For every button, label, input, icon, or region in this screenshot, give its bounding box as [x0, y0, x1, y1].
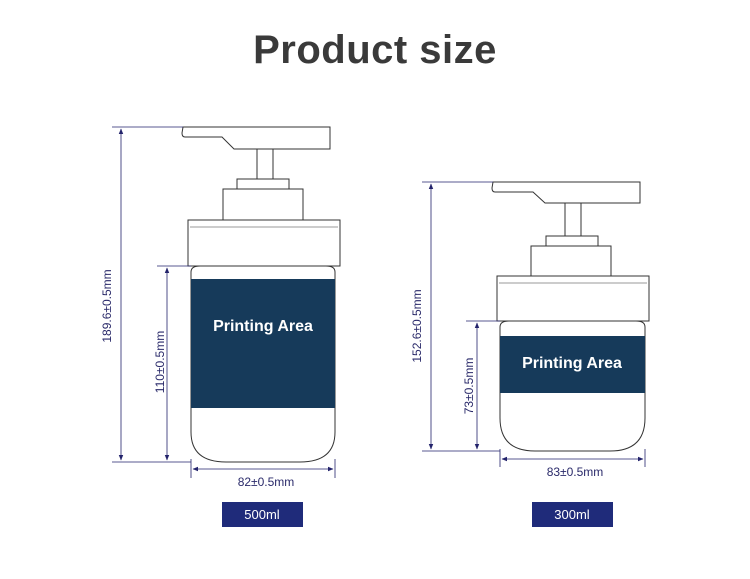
volume-badge-300ml — [532, 502, 613, 527]
bottle-cap-500ml — [187, 219, 341, 267]
printing-area-label-500ml: Printing Area — [213, 318, 313, 335]
pump-collar-500ml — [236, 178, 290, 190]
dimensions-300ml — [422, 181, 646, 467]
volume-label-300ml: 300ml — [554, 507, 590, 522]
bottle-300ml — [491, 181, 650, 452]
width-label-300ml: 83±0.5mm — [547, 465, 604, 479]
printing-area-label-300ml: Printing Area — [522, 355, 622, 372]
printing-area-500ml — [191, 279, 335, 408]
volume-badge-500ml — [222, 502, 303, 527]
pump-neck-500ml — [222, 188, 304, 221]
body-height-label-300ml: 73±0.5mm — [462, 358, 476, 415]
pump-neck-300ml — [530, 245, 612, 277]
pump-stem-500ml — [256, 148, 274, 180]
total-height-label-500ml: 189.6±0.5mm — [100, 269, 114, 342]
page-title: Product size — [253, 28, 497, 72]
dimensions-500ml — [112, 126, 336, 478]
bottle-cap-300ml — [496, 275, 650, 322]
pump-stem-300ml — [564, 202, 582, 237]
pump-nozzle-300ml — [491, 181, 641, 204]
printing-area-300ml — [500, 336, 645, 393]
body-height-label-500ml: 110±0.5mm — [153, 331, 167, 393]
pump-collar-300ml — [545, 235, 599, 247]
volume-label-500ml: 500ml — [244, 507, 280, 522]
width-label-500ml: 82±0.5mm — [238, 475, 295, 489]
pump-nozzle-500ml — [181, 126, 331, 150]
total-height-label-300ml: 152.6±0.5mm — [410, 289, 424, 362]
